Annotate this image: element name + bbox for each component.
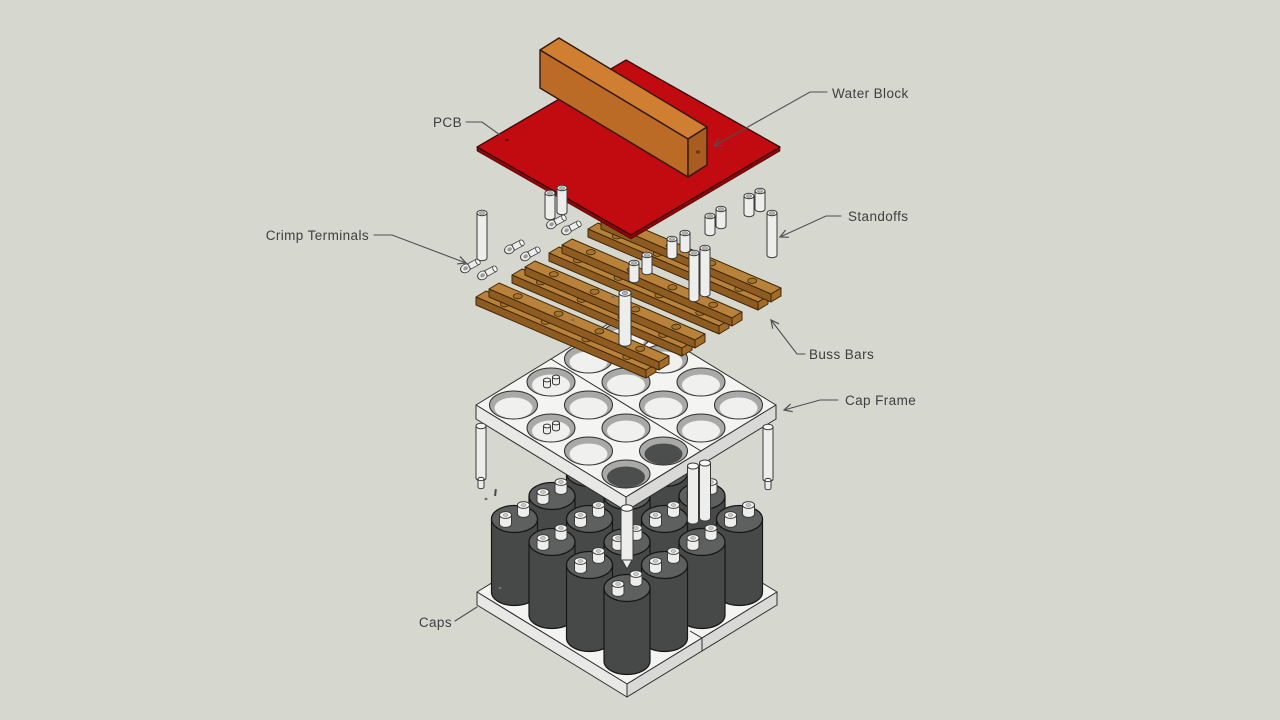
label-caps: Caps [419,615,452,630]
leader-water-block [712,91,828,147]
leader-crimp-terminals [373,234,468,265]
buss-bars-group[interactable] [475,214,782,379]
label-cap-frame: Cap Frame [845,393,916,408]
label-buss-bars: Buss Bars [809,347,874,362]
label-standoffs: Standoffs [848,209,908,224]
leader-standoffs [778,215,842,238]
standoffs-lower[interactable] [475,422,774,570]
leader-buss-bars [770,318,806,355]
label-pcb: PCB [433,115,462,130]
standoffs-upper[interactable] [476,184,778,262]
water-block-part[interactable] [539,37,708,178]
debris-specks [484,295,615,590]
leader-caps [454,606,478,622]
crimp-terminals-group[interactable] [459,213,583,281]
label-water-block: Water Block [832,86,909,101]
standoffs-middle[interactable] [618,229,711,347]
annotations: PCB Water Block Standoffs Crimp Terminal… [266,86,916,630]
leader-pcb [465,121,501,136]
leader-cap-frame [782,399,839,413]
label-crimp-terminals: Crimp Terminals [266,228,369,243]
